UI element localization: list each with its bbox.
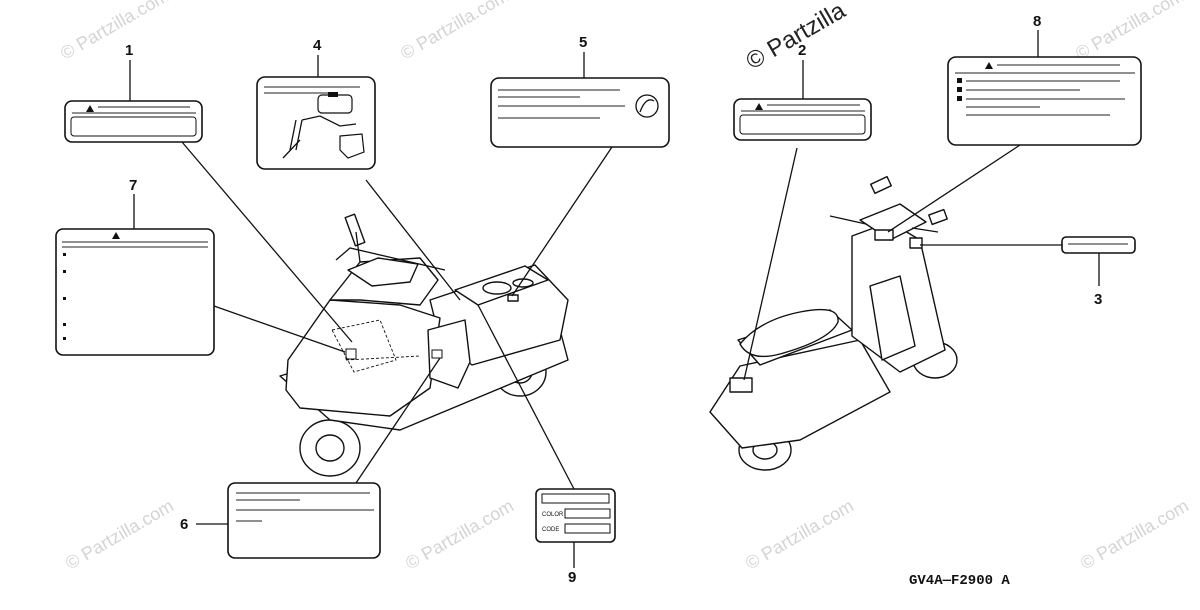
label-5: 5 bbox=[490, 34, 670, 148]
warning-triangle-icon bbox=[755, 103, 763, 110]
callout-2: 2 bbox=[798, 42, 806, 59]
callout-8: 8 bbox=[1033, 13, 1041, 30]
warning-triangle-icon bbox=[985, 62, 993, 69]
callout-4: 4 bbox=[313, 37, 322, 54]
warning-triangle-icon bbox=[86, 105, 94, 112]
label-2: 2 bbox=[733, 42, 872, 141]
label-9-color-field: COLOR bbox=[542, 512, 564, 518]
label-4: 4 bbox=[256, 37, 376, 170]
callout-5: 5 bbox=[579, 34, 587, 51]
watermark: © Partzilla.com bbox=[742, 495, 857, 573]
watermark: © Partzilla.com bbox=[1072, 0, 1187, 63]
watermark-prominent: © Partzilla bbox=[742, 0, 851, 75]
callout-6: 6 bbox=[180, 516, 188, 533]
watermark: © Partzilla.com bbox=[62, 495, 177, 573]
callout-9: 9 bbox=[568, 569, 576, 586]
label-6: 6 bbox=[180, 482, 381, 559]
warning-triangle-icon bbox=[112, 232, 120, 239]
watermark: © Partzilla.com bbox=[1077, 495, 1192, 573]
brand-logo-icon bbox=[635, 94, 659, 118]
diagram-code: GV4A—F2900 A bbox=[909, 573, 1010, 589]
watermark: © Partzilla.com bbox=[402, 495, 517, 573]
scooter-rear-view bbox=[709, 175, 958, 471]
callout-7: 7 bbox=[129, 177, 137, 194]
leader-lines bbox=[181, 141, 1062, 490]
callout-1: 1 bbox=[125, 42, 133, 59]
watermark: © Partzilla.com bbox=[397, 0, 512, 63]
label-7: 7 bbox=[55, 177, 215, 356]
watermark: © Partzilla.com bbox=[57, 0, 172, 63]
label-3: 3 bbox=[1061, 236, 1136, 308]
label-1: 1 bbox=[64, 42, 203, 143]
label-8: 8 bbox=[947, 13, 1142, 146]
label-9: COLOR CODE 9 bbox=[535, 488, 616, 586]
callout-3: 3 bbox=[1094, 291, 1102, 308]
label-9-code-field: CODE bbox=[542, 527, 559, 533]
